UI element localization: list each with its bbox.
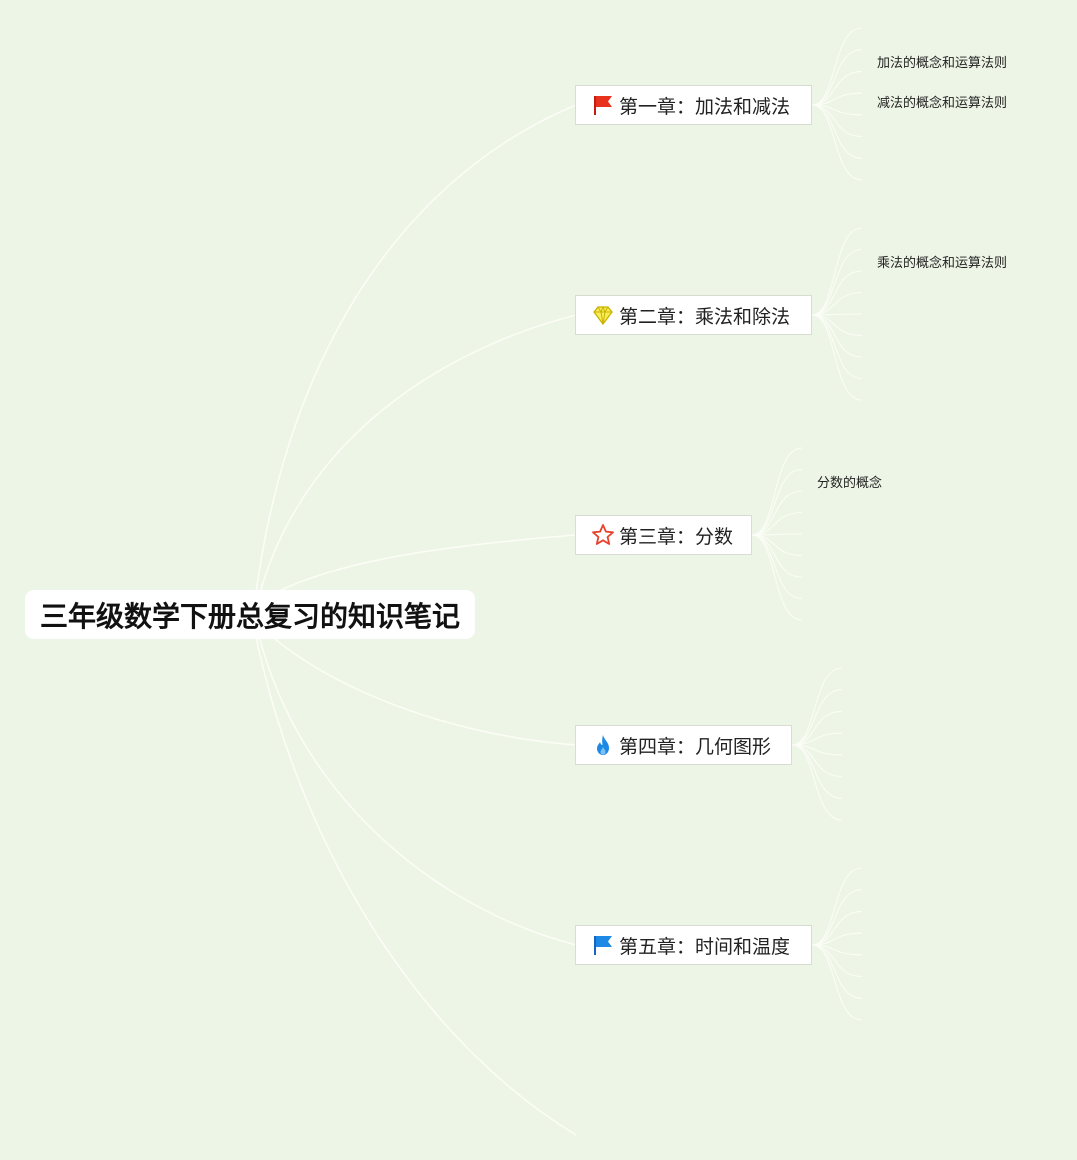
leaf-topic-addition[interactable]: 加法的概念和运算法则: [877, 56, 1008, 71]
twig-line-2-4: [811, 291, 863, 316]
branch-line-3: [261, 534, 577, 601]
twig-line-2-2: [811, 248, 863, 316]
twig-line-3-1: [751, 447, 803, 536]
twig-line-3-3: [751, 490, 803, 536]
chapter-node-5[interactable]: 第五章：时间和温度: [575, 925, 812, 965]
twig-line-2-8: [811, 314, 863, 380]
twig-line-2-1: [811, 227, 863, 316]
twig-line-5-3: [811, 910, 863, 946]
twig-line-2-9: [811, 314, 863, 401]
twig-line-1-8: [811, 104, 863, 181]
twig-line-5-8: [811, 944, 863, 1021]
chapter-label: 第一章：加法和减法: [619, 95, 791, 118]
twig-line-3-2: [751, 468, 803, 536]
twig-line-3-4: [751, 511, 803, 536]
twig-line-5-6: [811, 944, 863, 978]
twig-line-4-3: [791, 710, 843, 746]
twig-line-2-7: [811, 314, 863, 358]
chapter-node-3[interactable]: 第三章：分数: [575, 515, 752, 555]
twig-line-5-2: [811, 889, 863, 946]
chapter-node-2[interactable]: 第二章：乘法和除法: [575, 295, 812, 335]
chapter-node-1[interactable]: 第一章：加法和减法: [575, 85, 812, 125]
chapter-label: 第三章：分数: [619, 525, 734, 548]
chapter-label: 第四章：几何图形: [619, 735, 772, 758]
twig-line-4-8: [791, 744, 843, 821]
leaf-topic-subtraction[interactable]: 减法的概念和运算法则: [877, 96, 1008, 111]
red-flag-icon: [591, 93, 615, 117]
twig-line-4-6: [791, 744, 843, 778]
twig-line-1-3: [811, 70, 863, 106]
branch-line-2: [257, 314, 577, 601]
leaf-topic-multiplication[interactable]: 乘法的概念和运算法则: [877, 256, 1008, 271]
twig-line-4-4: [791, 732, 843, 746]
twig-line-5-1: [811, 867, 863, 946]
twig-line-2-3: [811, 270, 863, 316]
root-title: 三年级数学下册总复习的知识笔记: [39, 599, 460, 633]
twig-line-5-7: [811, 944, 863, 999]
root-topic[interactable]: 三年级数学下册总复习的知识笔记: [25, 590, 475, 639]
twig-line-1-2: [811, 49, 863, 106]
twig-line-4-2: [791, 689, 843, 746]
chapter-node-4[interactable]: 第四章：几何图形: [575, 725, 792, 765]
twig-line-1-6: [811, 104, 863, 138]
twig-line-5-4: [811, 932, 863, 946]
branch-line-6: [254, 631, 577, 1136]
twig-line-1-7: [811, 104, 863, 159]
twig-line-4-7: [791, 744, 843, 799]
twig-line-3-7: [751, 534, 803, 578]
twig-line-1-1: [811, 27, 863, 106]
blue-flag-icon: [591, 933, 615, 957]
yellow-diamond-icon: [591, 303, 615, 327]
twig-line-3-9: [751, 534, 803, 621]
branch-line-4: [261, 627, 577, 746]
leaf-topic-fractions[interactable]: 分数的概念: [817, 476, 883, 491]
twig-line-4-1: [791, 667, 843, 746]
branch-line-1: [254, 104, 577, 601]
twig-line-1-4: [811, 92, 863, 106]
branch-line-5: [257, 631, 577, 946]
chapter-label: 第五章：时间和温度: [619, 935, 791, 958]
red-star-icon: [591, 523, 615, 547]
chapter-label: 第二章：乘法和除法: [619, 305, 791, 328]
blue-flame-icon: [591, 733, 615, 757]
twig-line-3-8: [751, 534, 803, 600]
